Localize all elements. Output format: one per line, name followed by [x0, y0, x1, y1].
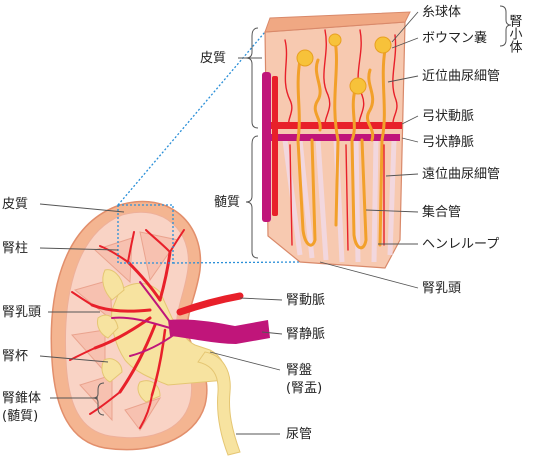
renal-vein-vessel [168, 319, 270, 344]
medulla-bracket [245, 135, 259, 259]
brackets [92, 5, 512, 416]
interlobular-artery-column [272, 76, 278, 216]
glomeruli [296, 33, 392, 95]
label-arcuate-artery: 弓状動脈 [422, 109, 474, 124]
label-renal-corpuscle: 腎小体 [507, 14, 523, 53]
leader-lines [39, 11, 419, 435]
label-medulla: 髄質 [214, 195, 240, 210]
label-ureter: 尿管 [286, 427, 312, 442]
label-arcuate-vein: 弓状静脈 [422, 135, 474, 150]
label-collecting-duct: 集合管 [422, 204, 461, 220]
label-renal-calyx: 腎杯 [2, 349, 28, 364]
label-renal-papilla-right: 腎乳頭 [422, 281, 461, 296]
label-renal-pelvis: 腎盤 [286, 363, 312, 378]
label-renal-papilla-left: 腎乳頭 [2, 305, 41, 320]
label-proximal-tubule: 近位曲尿細管 [422, 69, 500, 84]
nephron-capillaries [284, 29, 398, 251]
label-renal-pyramid: 腎錐体 [2, 391, 41, 406]
label-cortex-left: 皮質 [2, 197, 28, 212]
kidney-cross-section [50, 200, 270, 456]
label-glomerulus: 糸球体 [422, 5, 461, 20]
nephron-block-top [264, 11, 411, 33]
glomerulus-ball-4 [328, 33, 342, 47]
label-cortex-top: 皮質 [200, 51, 226, 66]
glomerulus-ball-1 [296, 49, 314, 67]
label-distal-tubule: 遠位曲尿細管 [422, 167, 500, 182]
renal-corpuscle-bracket [499, 5, 512, 47]
ureter-tube [197, 351, 241, 456]
cortex-bracket [245, 27, 259, 129]
label-renal-column: 腎柱 [2, 241, 28, 256]
label-renal-artery: 腎動脈 [286, 293, 325, 308]
zoom-connector-lines [117, 31, 301, 264]
label-renal-vein: 腎静脈 [286, 327, 325, 342]
interlobular-vein-column [262, 72, 271, 222]
renal-vein-branches [111, 281, 176, 357]
label-renal-pelvis-alt: (腎盂) [286, 381, 322, 396]
nephron-tubules [296, 38, 387, 250]
renal-pyramid-bracket [92, 382, 105, 416]
arcuate-vein-band [268, 134, 400, 141]
label-loop-of-henle: ヘンレループ [422, 237, 499, 252]
glomerulus-ball-2 [349, 77, 367, 95]
glomerulus-ball-3 [374, 36, 392, 54]
nephron-zoom-block [262, 11, 411, 269]
label-renal-pyramid-alt: (髄質) [2, 409, 38, 424]
zoom-selection-box [117, 204, 174, 264]
label-bowman-capsule: ボウマン嚢 [422, 30, 487, 46]
text-labels: 糸球体 ボウマン嚢 腎小体 皮質 近位曲尿細管 弓状動脈 弓状静脈 遠位曲尿細管… [2, 5, 522, 442]
medulla-stripes [282, 139, 397, 263]
